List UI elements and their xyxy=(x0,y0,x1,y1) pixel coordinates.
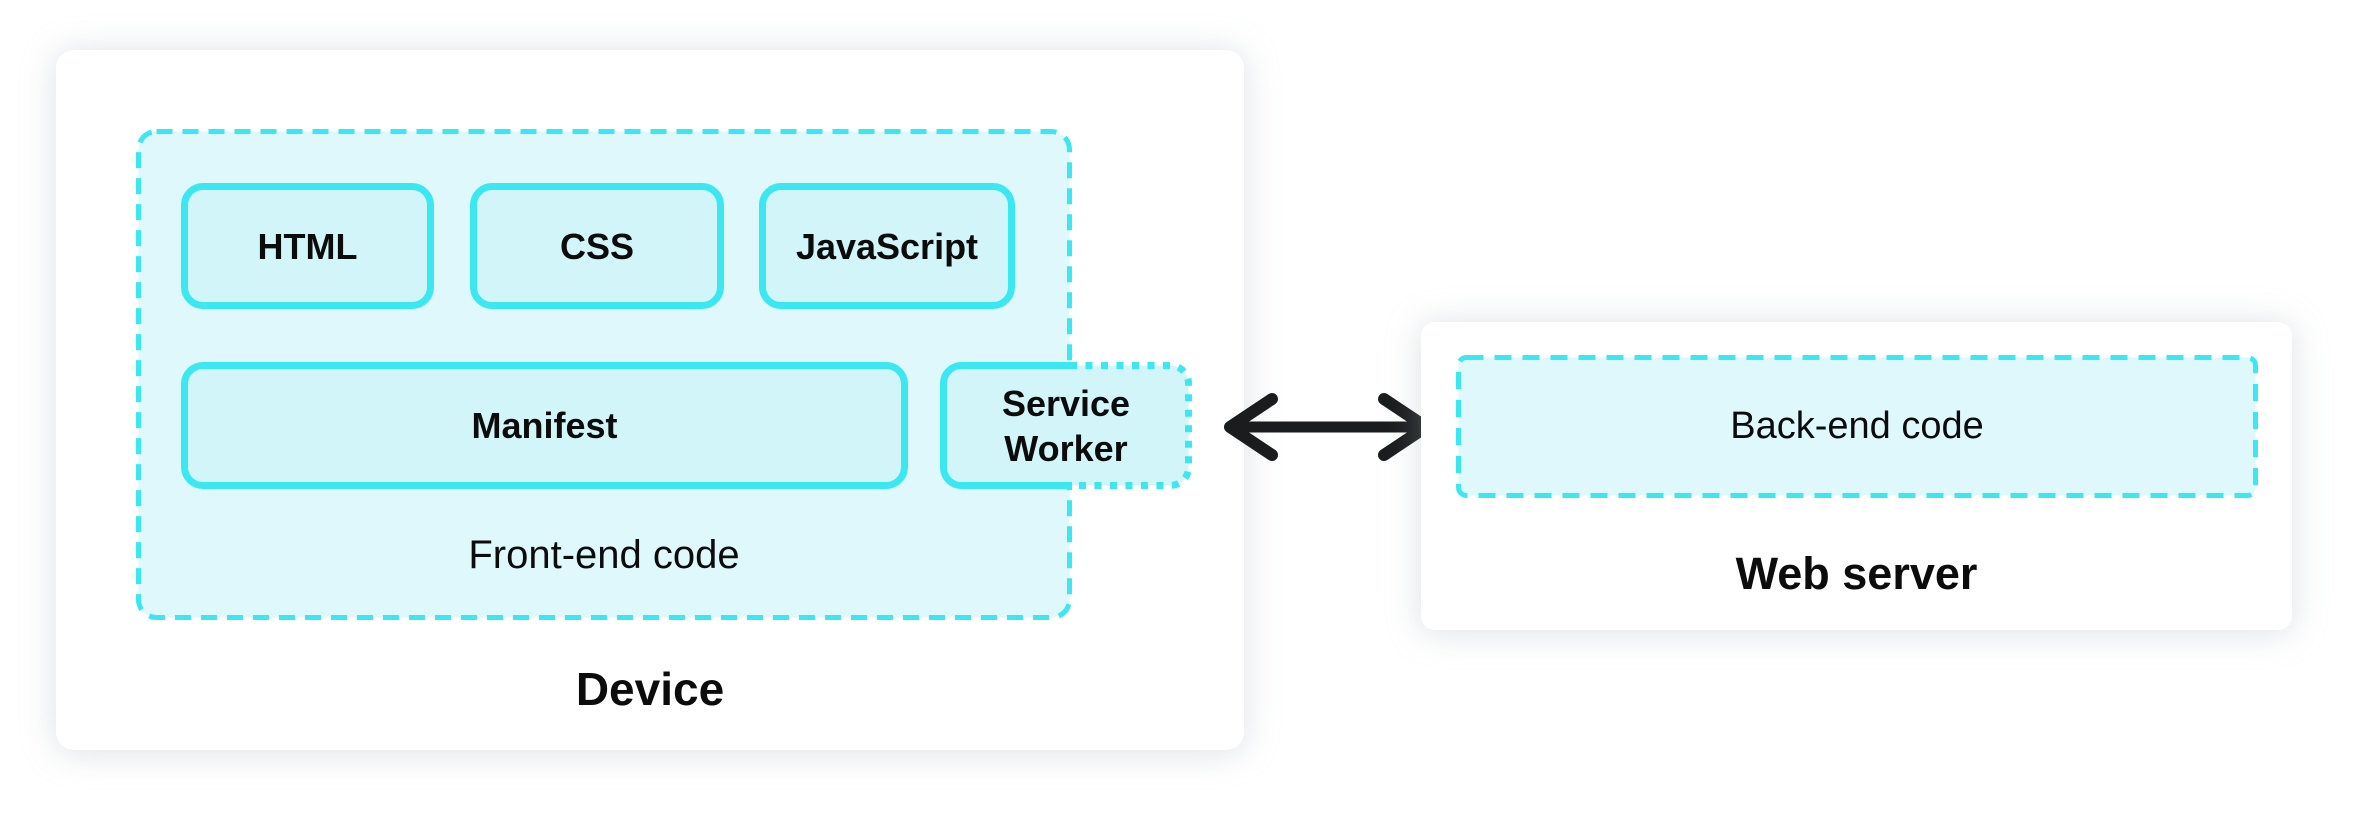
css-box: CSS xyxy=(470,183,724,309)
javascript-box: JavaScript xyxy=(759,183,1015,309)
html-box: HTML xyxy=(181,183,434,309)
service-worker-border xyxy=(940,362,1192,489)
backend-code-box: Back-end code xyxy=(1456,355,2258,498)
backend-dashed-border xyxy=(1456,355,2258,498)
javascript-label: JavaScript xyxy=(795,225,979,267)
manifest-box: Manifest xyxy=(181,362,908,489)
bidirectional-arrow-icon xyxy=(1216,385,1440,469)
frontend-code-group: HTML CSS JavaScript Manifest xyxy=(136,129,1192,620)
css-label: CSS xyxy=(559,225,635,267)
service-worker-box: Service Worker xyxy=(940,362,1192,489)
service-worker-label: Service Worker xyxy=(1001,382,1131,469)
web-server-card: Back-end code Web server xyxy=(1421,322,2292,630)
html-label: HTML xyxy=(257,225,358,267)
backend-code-label: Back-end code xyxy=(1730,405,1984,447)
device-card: HTML CSS JavaScript Manifest xyxy=(56,50,1244,750)
manifest-label: Manifest xyxy=(471,405,618,446)
web-server-label: Web server xyxy=(1735,548,1978,599)
device-label: Device xyxy=(575,663,725,715)
frontend-code-label: Front-end code xyxy=(468,533,740,577)
